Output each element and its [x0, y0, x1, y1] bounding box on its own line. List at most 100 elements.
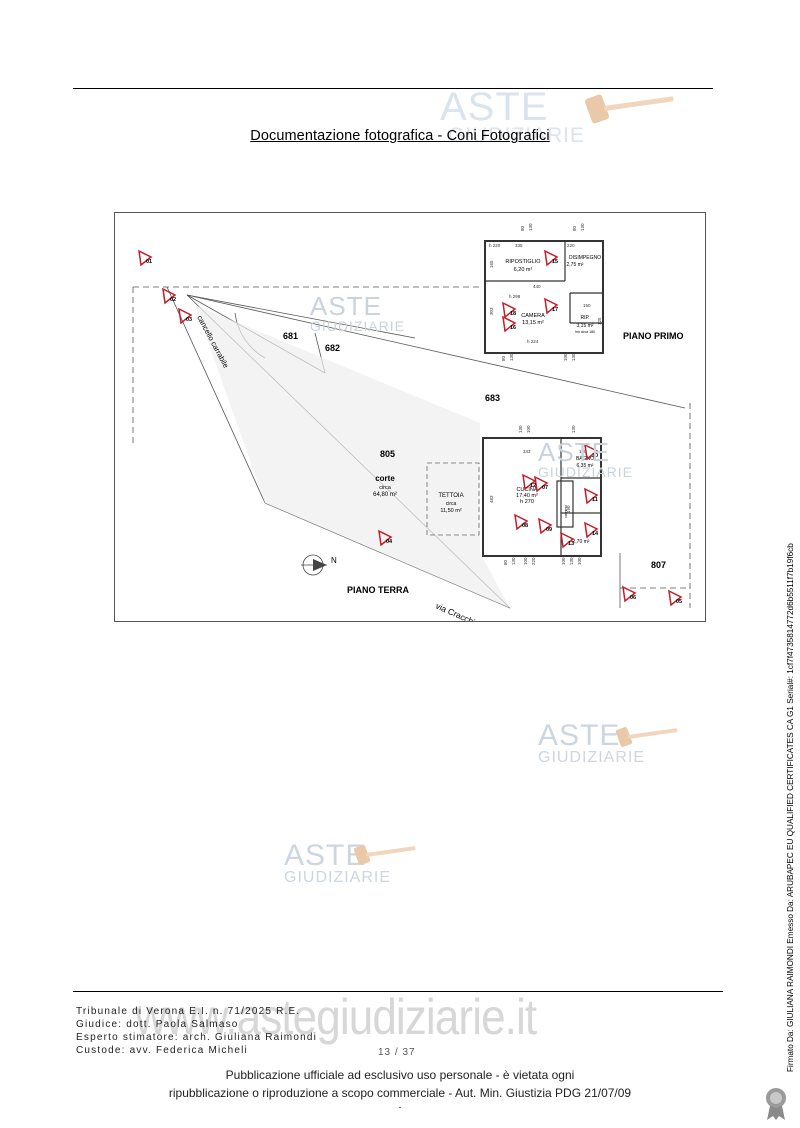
watermark-top: ASTE GIUDIZIARIE: [440, 85, 586, 147]
dim-130a: 130: [528, 223, 533, 231]
dim-190: 190: [566, 505, 571, 513]
watermark-giudiziarie: GIUDIZIARIE: [538, 464, 634, 480]
gavel-icon: [615, 727, 678, 747]
camera-cone-label: 17: [552, 307, 558, 313]
watermark-plan-right: ASTE GIUDIZIARIE: [538, 437, 634, 480]
north-arrow-icon: [301, 554, 327, 576]
camera-cone-icon: [538, 517, 553, 535]
watermark-aste: ASTE: [440, 85, 549, 129]
camera-cone-label: 16: [510, 325, 516, 331]
camera-cone-label: 01: [146, 259, 152, 265]
dim-130e: 130: [518, 425, 523, 433]
watermark-aste: ASTE: [538, 437, 610, 467]
plan-svg: 681 682 683 805 807 PIANO PRIMO PIANO TE…: [132, 223, 691, 621]
camera-cone-icon: [668, 589, 683, 607]
dim-180: 180: [579, 449, 587, 454]
room-cucina-height: h 270: [520, 499, 534, 505]
watermark-giudiziarie: GIUDIZIARIE: [310, 318, 406, 334]
camera-cone-label: 02: [170, 297, 176, 303]
dim-165: 165: [489, 260, 494, 268]
dim-100c: 100: [523, 557, 528, 565]
dim-100e: 100: [577, 557, 582, 565]
parcel-681: 681: [283, 331, 298, 341]
dim-h298: h 298: [509, 294, 521, 299]
dim-100a: 100: [563, 353, 568, 361]
camera-cone-18: 18: [502, 301, 517, 319]
corte-circa: circa: [379, 485, 392, 491]
camera-cone-08: 08: [514, 513, 529, 531]
room-camera-area: 13,15 m²: [522, 320, 544, 326]
dim-130c: 130: [509, 353, 514, 361]
camera-cone-label: 14: [592, 531, 599, 537]
dim-130f: 130: [571, 425, 576, 433]
camera-cone-04: 04: [378, 529, 393, 547]
watermark-giudiziarie: GIUDIZIARIE: [284, 869, 392, 886]
watermark-aste: ASTE: [284, 839, 367, 872]
dim-130h: 130: [569, 557, 574, 565]
camera-cone-01: 01: [138, 249, 153, 267]
camera-cone-label: 11: [592, 497, 598, 503]
publication-notice-1: Pubblicazione ufficiale ad esclusivo uso…: [225, 1068, 575, 1082]
dim-220: 220: [567, 243, 575, 248]
room-ripostiglio: RIPOSTIGLIO: [505, 259, 541, 265]
camera-cone-label: 07: [542, 485, 548, 491]
room-bagno: BAGNO: [576, 456, 594, 462]
camera-cone-02: 02: [162, 287, 177, 305]
camera-cone-icon: [584, 487, 599, 505]
dim-125: 125: [597, 317, 602, 325]
dim-150: 150: [583, 303, 591, 308]
watermark-middle-left: ASTE GIUDIZIARIE: [284, 839, 392, 886]
camera-cone-icon: [560, 531, 575, 549]
camera-cone-label: 05: [676, 599, 682, 605]
dim-440: 440: [533, 284, 541, 289]
digital-signature-text: Firmato Da: GIULIANA RAIMONDI Emesso Da:…: [786, 543, 795, 1072]
camera-cone-icon: [544, 249, 559, 267]
watermark-giudiziarie: GIUDIZIARIE: [448, 124, 586, 147]
room-disimpegno: DISIMPEGNO: [569, 255, 601, 261]
watermark-aste: ASTE: [538, 719, 621, 752]
camera-cone-12: 12: [522, 473, 537, 491]
room-cucina-area: 17,40 m²: [516, 493, 538, 499]
camera-cone-label: 03: [186, 317, 192, 323]
camera-cone-label: 08: [522, 523, 528, 529]
dim-80c: 80: [501, 355, 506, 361]
corte-label: corte: [375, 474, 395, 483]
parcel-805: 805: [380, 449, 395, 459]
parcel-682: 682: [325, 343, 340, 353]
footer-line-esperto: Esperto stimatore: arch. Giuliana Raimon…: [76, 1032, 318, 1043]
camera-cone-icon: [544, 297, 559, 315]
camera-cone-05: 05: [668, 589, 683, 607]
dim-100b: 100: [526, 425, 531, 433]
camera-cone-icon: [584, 443, 599, 461]
footer-line-custode: Custode: avv. Federica Micheli: [76, 1045, 248, 1056]
camera-cone-label: 04: [386, 539, 393, 545]
camino-label: camino: [563, 504, 568, 518]
seal-icon: [766, 1088, 786, 1120]
dim-130g: 130: [511, 557, 516, 565]
room-rip: RIP.: [580, 315, 589, 321]
room-ingresso-area: 2,70 m²: [573, 539, 590, 545]
dim-130b: 130: [580, 223, 585, 231]
camera-cone-03: 03: [178, 307, 193, 325]
dim-303: 303: [489, 307, 494, 315]
watermark-aste: ASTE: [310, 291, 382, 321]
dim-80a: 80: [520, 225, 525, 231]
footer-line-tribunale: Tribunale di Verona E.I. n. 71/2025 R.E.: [76, 1006, 301, 1017]
north-label: N: [331, 556, 337, 565]
header-rule: [73, 88, 713, 89]
parcel-807: 807: [651, 560, 666, 570]
footer-rule: [73, 991, 723, 992]
camera-cone-label: 10: [592, 453, 598, 459]
room-rip-area: 3,15 m²: [577, 323, 594, 329]
camera-cone-label: 12: [530, 483, 536, 489]
camera-cone-icon: [138, 249, 153, 267]
dim-335: 335: [515, 243, 523, 248]
camera-cone-icon: [584, 521, 599, 539]
tettoia-area: 11,50 m²: [440, 508, 461, 514]
camera-cone-07: 07: [534, 475, 549, 493]
camera-cone-15: 15: [544, 249, 559, 267]
camera-cone-icon: [522, 473, 537, 491]
camera-cone-icon: [534, 475, 549, 493]
camera-cone-17: 17: [544, 297, 559, 315]
camera-cone-icon: [502, 301, 517, 319]
